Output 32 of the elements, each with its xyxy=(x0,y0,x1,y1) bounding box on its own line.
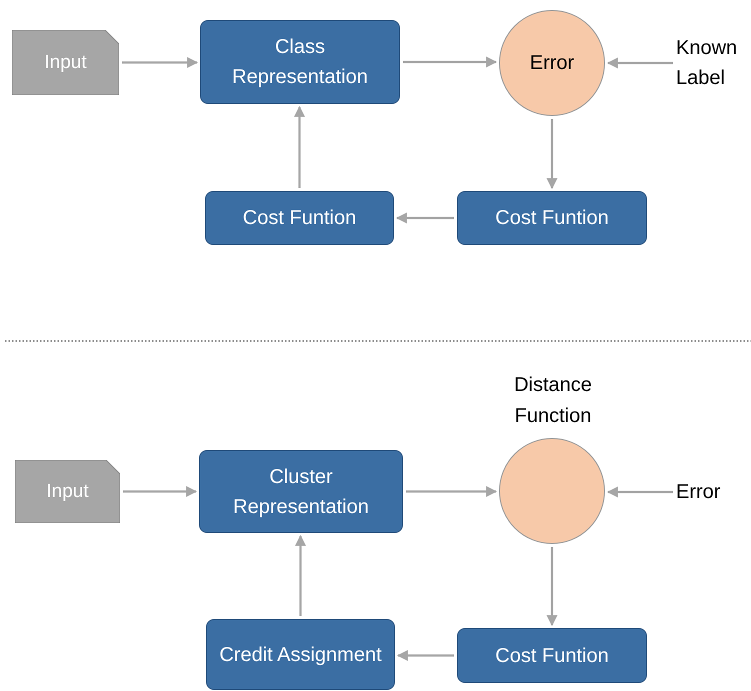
arrow xyxy=(403,56,498,68)
process-box xyxy=(205,191,394,245)
node-label: Cluster Representation xyxy=(232,464,370,520)
node-label: Input xyxy=(44,50,87,74)
process-box xyxy=(206,619,395,690)
node-label: Error xyxy=(530,51,574,76)
arrow xyxy=(396,212,454,224)
node-label: Input xyxy=(46,480,89,504)
arrow xyxy=(546,119,558,190)
process-box xyxy=(457,191,647,245)
node-label: Cost Funtion xyxy=(495,644,609,668)
arrow xyxy=(123,486,198,497)
process-box xyxy=(200,20,400,104)
arrow xyxy=(606,486,673,498)
arrow xyxy=(122,57,198,68)
node-label: Cost Funtion xyxy=(495,206,609,231)
side-label: Error xyxy=(676,480,720,505)
beside-label: Distance Function xyxy=(513,373,593,429)
arrow xyxy=(606,58,673,68)
document-shape xyxy=(15,460,120,523)
arrow xyxy=(396,650,454,661)
node-label: Class Representation xyxy=(231,35,369,90)
arrow xyxy=(546,547,558,626)
arrow xyxy=(295,534,306,616)
document-shape xyxy=(12,30,119,95)
process-box xyxy=(457,628,647,683)
node-label: Cost Funtion xyxy=(242,206,356,231)
side-label: Known Label xyxy=(676,36,738,91)
arrow xyxy=(294,106,305,188)
process-box xyxy=(199,450,403,533)
arrow xyxy=(406,486,498,497)
node-label: Credit Assignment xyxy=(219,642,382,668)
